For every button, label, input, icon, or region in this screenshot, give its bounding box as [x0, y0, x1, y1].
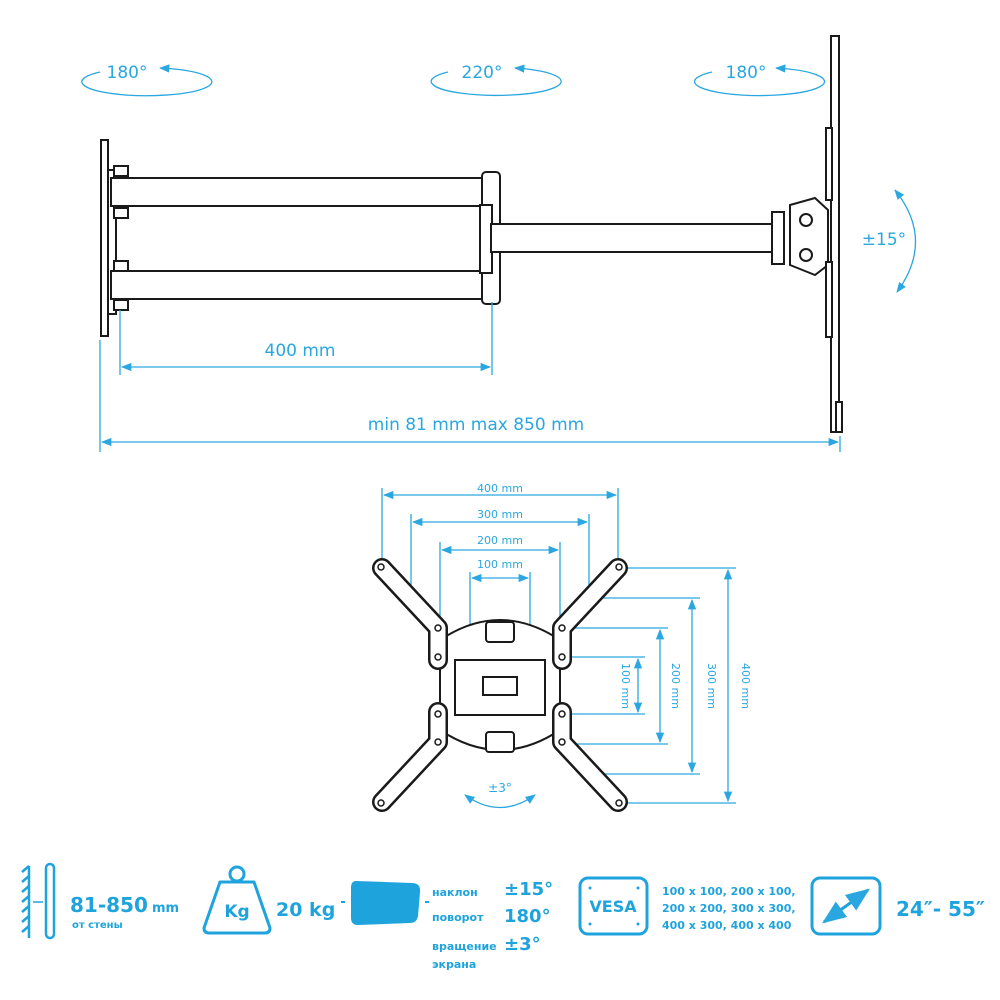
vesa-height-200: 200 mm [669, 663, 682, 709]
vesa-icon-label: VESA [589, 897, 637, 916]
tilt-indicator: ±15° [862, 189, 917, 293]
weight-spec: Kg 20 kg [202, 865, 335, 935]
extension-dimension: min 81 mm max 850 mm [99, 340, 841, 452]
arm-length-dimension: 400 mm [119, 302, 493, 375]
screen-rotation-indicator: ±3° [464, 781, 536, 808]
rotation-indicator-middle: 220° [430, 63, 562, 97]
vesa-line-1: 100 x 100, 200 x 100, [662, 885, 796, 898]
swivel-spec-label: поворот [432, 911, 484, 924]
arm-length-label: 400 mm [265, 341, 336, 361]
distance-unit: mm [152, 901, 179, 916]
tilt-label: ±15° [862, 230, 906, 250]
rotation-spec-value: ±3° [504, 934, 541, 955]
weight-icon [202, 865, 272, 935]
rotation-wall-label: 180° [107, 63, 148, 83]
rotation-middle-label: 220° [462, 63, 503, 83]
vesa-width-300: 300 mm [477, 508, 523, 521]
vesa-height-400: 400 mm [739, 663, 752, 709]
vesa-icon [578, 876, 649, 936]
screen-size-value: 24″- 55″ [896, 897, 985, 921]
weight-icon-label: Kg [224, 902, 249, 922]
wall-distance-icon [21, 862, 56, 940]
tilt-spec-label: наклон [432, 886, 478, 899]
rotation-head-label: 180° [726, 63, 767, 83]
extension-label: min 81 mm max 850 mm [368, 415, 584, 435]
wall-distance-spec: 81-850 mm от стены [21, 862, 179, 940]
tv-tilt-icon [341, 880, 429, 926]
screen-rotation-label: ±3° [488, 781, 512, 795]
tilt-spec-value: ±15° [504, 879, 553, 900]
vesa-line-2: 200 x 200, 300 x 300, [662, 902, 796, 915]
mount-side-view [100, 35, 843, 433]
swivel-spec-value: 180° [504, 906, 551, 927]
vesa-width-dimensions: 400 mm 300 mm 200 mm 100 mm [381, 482, 619, 648]
vesa-width-400: 400 mm [477, 482, 523, 495]
rotation-spec-label-1: вращение [432, 940, 497, 953]
distance-label: от стены [72, 920, 123, 931]
vesa-height-300: 300 mm [705, 663, 718, 709]
rotation-indicator-head: 180° [693, 63, 826, 97]
rotation-spec-label-2: экрана [432, 958, 476, 971]
vesa-spec: VESA 100 x 100, 200 x 100, 200 x 200, 30… [578, 876, 796, 936]
vesa-width-100: 100 mm [477, 558, 523, 571]
weight-value: 20 kg [276, 899, 335, 921]
vesa-width-200: 200 mm [477, 534, 523, 547]
rotation-indicator-wall: 180° [81, 63, 213, 97]
vesa-height-100: 100 mm [619, 663, 632, 709]
distance-value: 81-850 [70, 893, 148, 917]
screen-diagonal-icon [810, 876, 882, 936]
screen-size-spec: 24″- 55″ [810, 876, 985, 936]
vesa-height-dimensions: 100 mm 200 mm 300 mm 400 mm [560, 567, 752, 804]
vesa-line-3: 400 x 300, 400 x 400 [662, 919, 792, 932]
motion-spec: наклон ±15° поворот 180° вращение экрана… [341, 879, 553, 971]
vesa-plate-front-view [372, 558, 628, 812]
